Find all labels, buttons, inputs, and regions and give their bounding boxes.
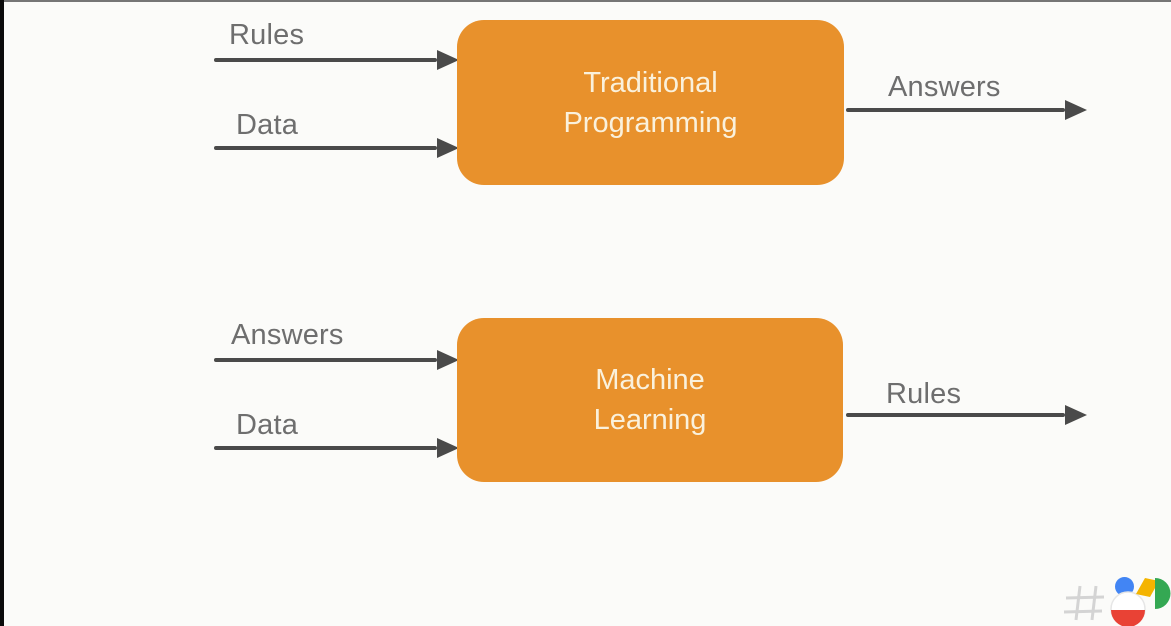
green-half-circle-icon	[1155, 578, 1171, 609]
box-label-line1: Traditional	[583, 66, 718, 99]
blue-dot-icon	[1115, 577, 1134, 596]
hash-grid-icon	[1063, 585, 1105, 621]
input-label-data-2: Data	[236, 409, 299, 441]
input-label-answers: Answers	[231, 319, 344, 351]
arrow-traditional-to-answers	[846, 100, 1087, 120]
machine-learning-box: Machine Learning	[457, 318, 843, 482]
arrow-rules-to-traditional	[214, 50, 459, 70]
yellow-parallelogram-icon	[1136, 578, 1159, 597]
arrow-data-to-traditional	[214, 138, 459, 158]
arrow-data-to-ml	[214, 438, 459, 458]
output-label-answers: Answers	[888, 71, 1001, 103]
output-label-rules: Rules	[886, 378, 962, 410]
arrowhead-icon	[437, 350, 459, 370]
box-label-line1: Machine	[595, 364, 705, 396]
arrowhead-icon	[437, 138, 459, 158]
top-edge-strip	[0, 0, 1171, 2]
box-label-line2: Learning	[593, 404, 707, 436]
arrowhead-icon	[1065, 100, 1087, 120]
left-edge-strip	[0, 0, 4, 626]
red-half-circle-icon	[1111, 610, 1145, 626]
arrowhead-icon	[437, 50, 459, 70]
box-label-line2: Programming	[563, 106, 738, 139]
traditional-programming-box: Traditional Programming	[457, 20, 844, 185]
arrow-answers-to-ml	[214, 350, 459, 370]
input-label-rules: Rules	[229, 19, 305, 51]
input-label-data: Data	[236, 109, 299, 141]
google-developers-logo	[1063, 577, 1171, 626]
arrowhead-icon	[1065, 405, 1087, 425]
arrowhead-icon	[437, 438, 459, 458]
arrow-ml-to-rules	[846, 405, 1087, 425]
